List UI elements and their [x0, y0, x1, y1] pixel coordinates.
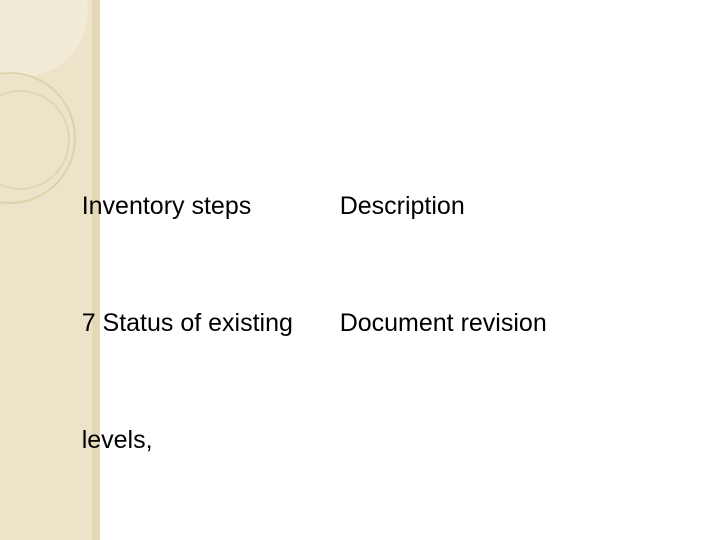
left-band-edge: [92, 0, 100, 540]
header-description: Description: [339, 192, 465, 220]
slide-text-block: Inventory steps Description 7 Status of e…: [40, 148, 710, 540]
row-1-col-a: levels,: [81, 426, 153, 454]
row-0-col-b: Document revision: [339, 309, 547, 337]
table-row: routers.Memory use, CPU use: [40, 499, 710, 540]
table-row: 7 Status of existing Document revision: [40, 265, 710, 382]
row-0-col-a: 7 Status of existing: [81, 309, 293, 337]
header-inventory-steps: Inventory steps: [81, 192, 252, 220]
table-header-row: Inventory steps Description: [40, 148, 710, 265]
table-row: levels,: [40, 382, 710, 499]
